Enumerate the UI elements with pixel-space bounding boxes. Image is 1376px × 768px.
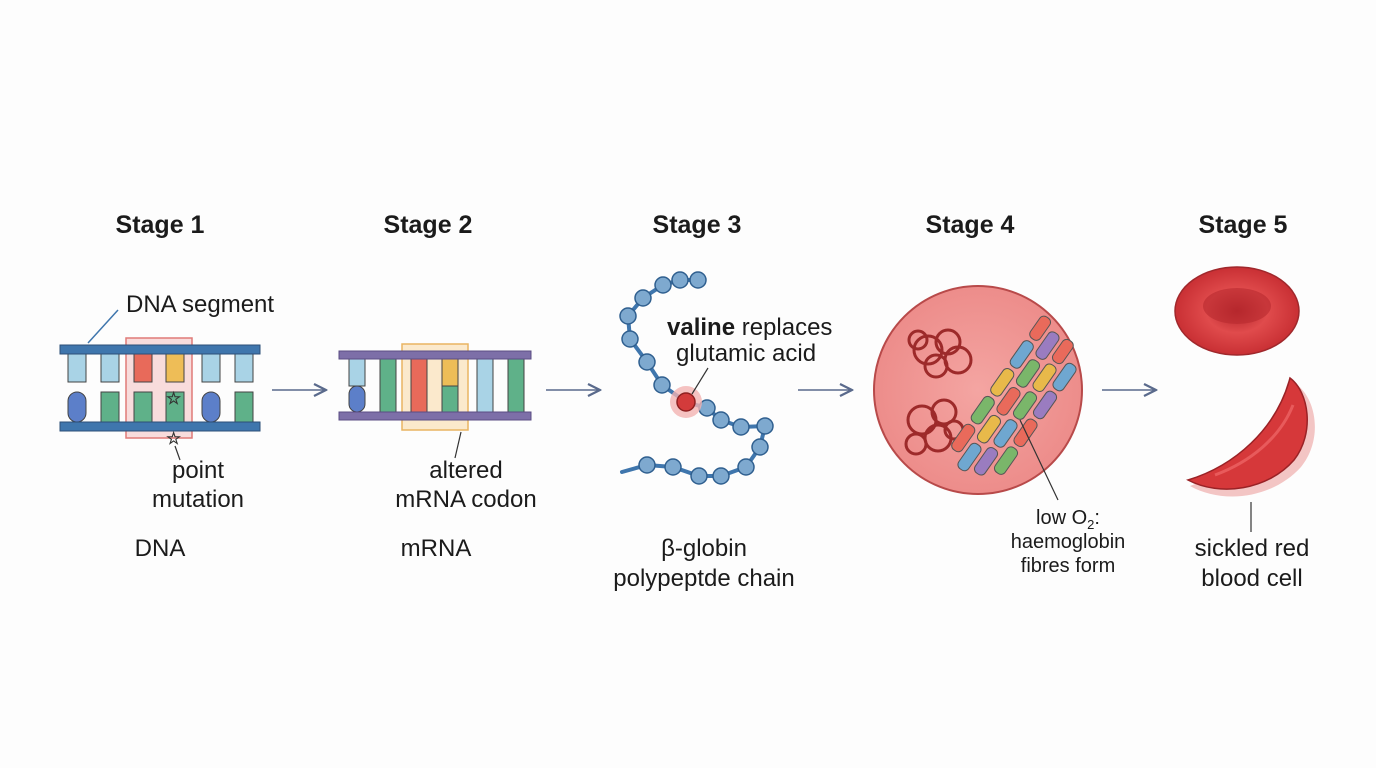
mrna-illustration xyxy=(338,343,532,459)
stage-5-caption-line1: sickled red xyxy=(1194,535,1310,562)
low-o2-label-line3: fibres form xyxy=(1020,555,1116,577)
mrna-bases xyxy=(348,357,525,413)
normal-rbc-dimple xyxy=(1203,288,1271,324)
point-mutation-leader xyxy=(174,445,181,461)
low-o2-label-line1: low O2: xyxy=(1000,506,1136,537)
polypeptide-backbone xyxy=(620,278,768,478)
dna-base-pairs xyxy=(67,351,254,423)
point-mutation-label-line1: point xyxy=(171,457,225,484)
red-blood-cells-illustration xyxy=(1174,266,1315,532)
valine-leader xyxy=(691,367,709,395)
stage-2-header: Stage 2 xyxy=(383,211,473,239)
mrna-bottom-strand xyxy=(338,411,532,421)
valine-word: valine xyxy=(667,314,736,341)
fibres-leader xyxy=(1019,419,1059,501)
valine-label-line2: glutamic acid xyxy=(676,340,817,367)
amino-acid-beads xyxy=(619,271,774,485)
dna-top-strand xyxy=(59,344,261,355)
polypeptide-chain-illustration xyxy=(619,271,774,485)
valine-residue xyxy=(676,392,696,412)
stage-1-caption: DNA xyxy=(134,535,186,562)
stage-2-caption: mRNA xyxy=(400,535,472,562)
mrna-top-strand xyxy=(338,350,532,360)
stage-3-caption-line1: β-globin xyxy=(661,535,747,562)
low-o-text: low O xyxy=(1036,507,1088,529)
sickle-cell-highlight xyxy=(1214,404,1295,477)
fibre-bundle xyxy=(951,315,1077,476)
haemoglobin-fibres-illustration xyxy=(873,285,1083,501)
stage-3-header: Stage 3 xyxy=(652,211,742,239)
stage-5-header: Stage 5 xyxy=(1198,211,1288,239)
dna-bottom-strand xyxy=(59,421,261,432)
stage-5-caption-line2: blood cell xyxy=(1201,565,1303,592)
stage-3-caption-line2: polypeptde chain xyxy=(613,565,795,592)
haemoglobin-clusters xyxy=(904,328,973,456)
altered-codon-label-line1: altered xyxy=(429,457,503,484)
stage-1-header: Stage 1 xyxy=(115,211,205,239)
dna-segment-leader xyxy=(87,309,119,344)
replaces-word: replaces xyxy=(741,314,833,341)
mutation-star-icon: ☆ xyxy=(166,389,181,408)
stage-4-header: Stage 4 xyxy=(925,211,1015,239)
codon-leader xyxy=(454,431,462,459)
mutation-star-icon-lower: ☆ xyxy=(166,429,181,448)
valine-label-line1: valine replaces xyxy=(667,313,832,343)
colon-text: : xyxy=(1094,507,1100,529)
altered-codon-label-line2: mRNA codon xyxy=(395,486,537,513)
dna-segment-label: DNA segment xyxy=(126,291,275,318)
o2-subscript: 2 xyxy=(1087,517,1095,532)
dna-segment-illustration: ☆ ☆ xyxy=(59,309,261,461)
sickled-red-blood-cell xyxy=(1186,376,1308,490)
point-mutation-label-line2: mutation xyxy=(151,486,245,513)
low-o2-label-line2: haemoglobin xyxy=(1010,531,1126,553)
